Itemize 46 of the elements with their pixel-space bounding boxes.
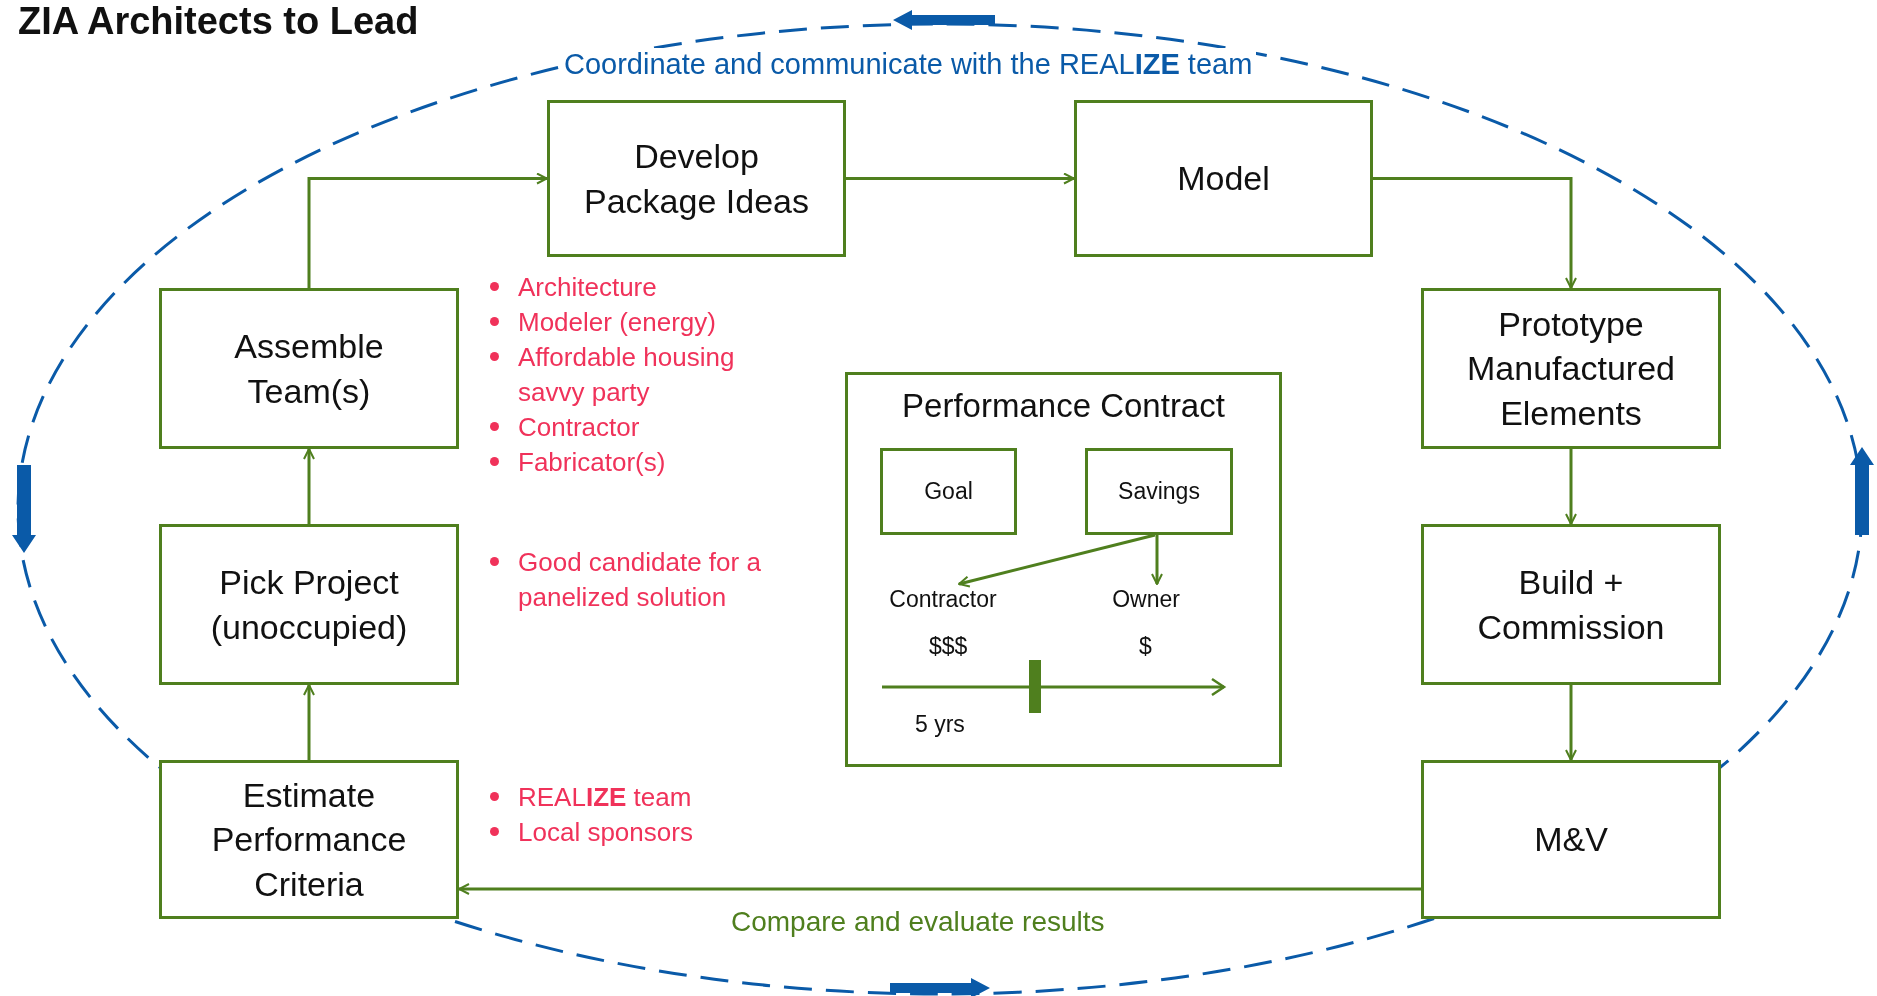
process-box [1074,100,1373,257]
node-text: Contractor [889,585,997,615]
duration-label: 5 yrs [914,711,966,738]
bullet-item: Affordable housing savvy party [490,340,793,410]
bullet-item: Local sponsors [490,815,778,850]
amount-label: $ [1138,633,1153,660]
process-box [159,288,459,449]
arrow [1151,535,1163,585]
term-box [880,448,1017,535]
bullet-item: Good candidate for a panelized solution [490,545,798,615]
node-text: Owner [1112,585,1180,615]
node-text: Pick Project (unoccupied) [209,562,409,648]
bullet-item: Modeler (energy) [490,305,793,340]
node-text: Develop Package Ideas [584,136,809,222]
title: ZIA Architects to Lead [18,0,419,43]
process-box [159,760,459,919]
arrow [846,172,1075,185]
process-box [1421,760,1721,919]
bullet-item: Architecture [490,270,793,305]
bullet-item: Fabricator(s) [490,445,793,480]
node-text: M&V [1534,819,1608,861]
arrow [303,448,315,524]
node-text: Build + Commission [1476,562,1666,648]
process-box [1421,524,1721,685]
process-box [159,524,459,685]
node-text: Savings [1118,476,1200,506]
node-text: Assemble Team(s) [233,326,385,412]
contract-panel [845,372,1282,767]
arrow [958,533,1156,588]
process-box [547,100,846,257]
node-text: Model [1177,158,1270,200]
bullet-item: Contractor [490,410,793,445]
node-text: Goal [924,476,973,506]
term-box [1085,448,1233,535]
arrow [458,883,1421,895]
arrow [307,172,548,288]
arrow [303,684,315,760]
arrow [1373,177,1577,289]
bullet-item: REALIZE team [490,780,778,815]
node-text: Performance Contract [902,386,1225,426]
arrow [1565,449,1577,525]
process-box [1421,288,1721,449]
node-text: Prototype Manufactured Elements [1466,304,1676,434]
amount-label: $$$ [928,633,969,660]
arrow [1565,685,1577,761]
node-text: Estimate Performance Criteria [210,775,408,905]
